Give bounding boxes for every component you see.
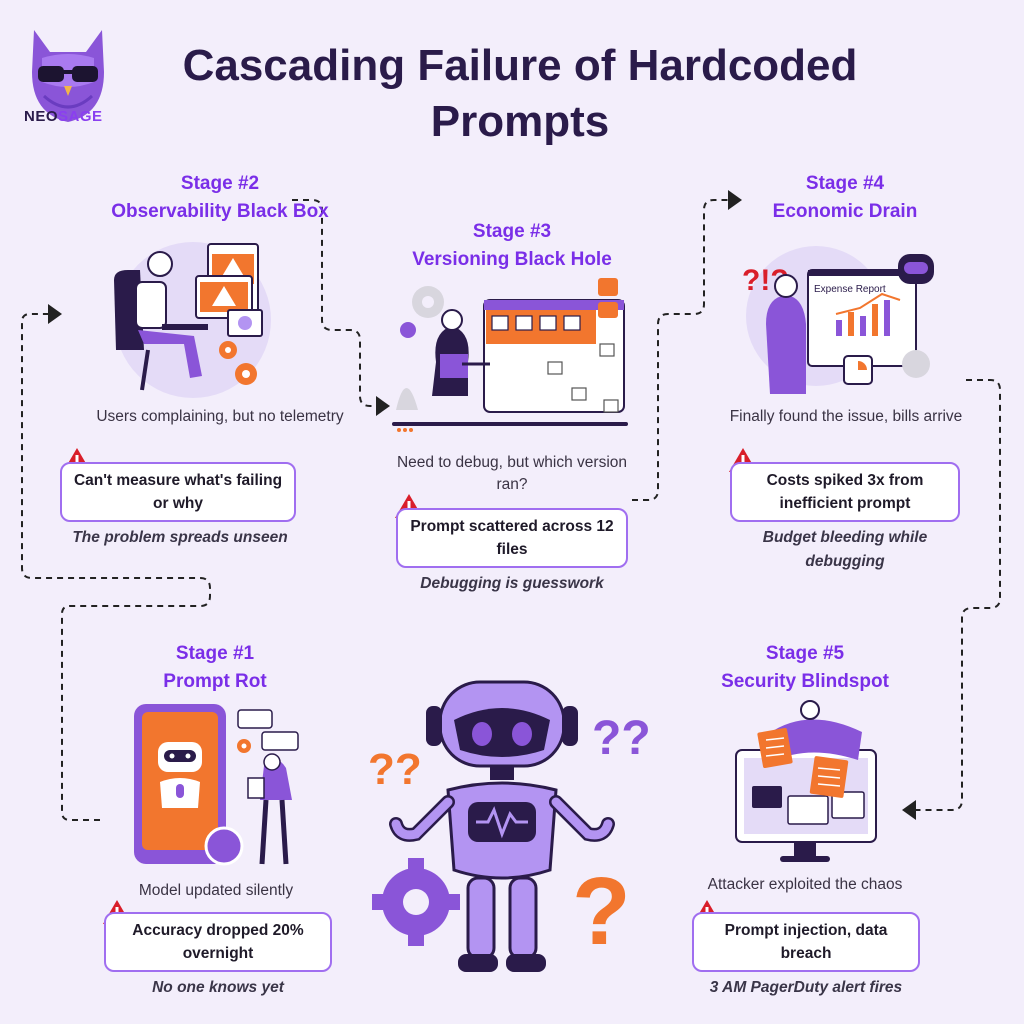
- stage-5-header: Stage #5 Security Blindspot: [700, 640, 910, 696]
- connector-4-5: [902, 379, 1001, 820]
- stage-4-illustration: ?!? Expense Report: [742, 246, 934, 394]
- stage-5-number: Stage #5: [765, 643, 845, 664]
- page-title: Cascading Failure of Hardcoded Prompts: [182, 41, 858, 146]
- decor-dots: [397, 428, 413, 432]
- center-robot-illustration: ?? ?? ?: [368, 680, 651, 972]
- stage-4-alert: Costs spiked 3x from inefficient prompt: [730, 462, 960, 522]
- stage-2-alert: Can't measure what's failing or why: [60, 462, 296, 522]
- stage-4-consequence: Budget bleeding while debugging: [762, 529, 928, 570]
- stage-5-illustration: [735, 700, 877, 862]
- question-mark-icon: ?? ?? ?: [368, 712, 651, 965]
- stage-1-consequence: No one knows yet: [152, 979, 284, 996]
- robot-icon: [389, 680, 615, 972]
- stage-4-name: Economic Drain: [772, 201, 918, 222]
- stage-5-alert: Prompt injection, data breach: [692, 912, 920, 972]
- stage-3-consequence: Debugging is guesswork: [420, 575, 604, 592]
- stage-2-illustration: [114, 242, 271, 398]
- owl-logo-icon: [32, 30, 104, 122]
- logo-part1: NEO: [24, 108, 59, 125]
- stage-2-header: Stage #2 Observability Black Box: [40, 170, 400, 226]
- stage-1-alert: Accuracy dropped 20% overnight: [104, 912, 332, 972]
- stage-5-consequence: 3 AM PagerDuty alert fires: [709, 979, 903, 996]
- stage-2-name: Observability Black Box: [111, 201, 329, 222]
- stage-1-name: Prompt Rot: [163, 671, 267, 692]
- stage-2-consequence: The problem spreads unseen: [72, 529, 288, 546]
- stage-1-description: Model updated silently: [138, 882, 294, 899]
- robot-icon: [158, 742, 202, 808]
- stage-3-description: Need to debug, but which version ran?: [396, 454, 628, 493]
- stage-4-number: Stage #4: [805, 173, 885, 194]
- stage-4-header: Stage #4 Economic Drain: [720, 170, 970, 226]
- stage-1-illustration: [134, 704, 299, 866]
- svg-text:?: ?: [572, 858, 631, 965]
- stage-3-alert: Prompt scattered across 12 files: [396, 508, 628, 568]
- stage-5-name: Security Blindspot: [721, 671, 889, 692]
- folder-icon: [752, 786, 865, 825]
- stage-3-number: Stage #3: [472, 221, 552, 242]
- stage-4-chart-label: Expense Report: [814, 284, 886, 295]
- stage-2-description: Users complaining, but no telemetry: [96, 408, 344, 425]
- stage-3-name: Versioning Black Hole: [412, 249, 612, 270]
- connector-3-4: [632, 190, 742, 501]
- stage-3-header: Stage #3 Versioning Black Hole: [372, 218, 652, 274]
- stage-1-header: Stage #1 Prompt Rot: [100, 640, 330, 696]
- logo-part2: SAGE: [58, 108, 103, 125]
- connector-2-3: [292, 199, 390, 416]
- stage-5-description: Attacker exploited the chaos: [707, 876, 903, 893]
- chart-icon: [835, 292, 901, 336]
- logo-wordmark: NEOSAGE: [24, 108, 103, 125]
- stage-2-number: Stage #2: [180, 173, 260, 194]
- svg-text:??: ??: [368, 745, 422, 794]
- stage-4-description: Finally found the issue, bills arrive: [729, 408, 963, 425]
- gear-icon: [372, 858, 460, 946]
- stage-1-number: Stage #1: [175, 643, 255, 664]
- svg-text:??: ??: [592, 712, 651, 765]
- stage-3-illustration: [392, 278, 628, 426]
